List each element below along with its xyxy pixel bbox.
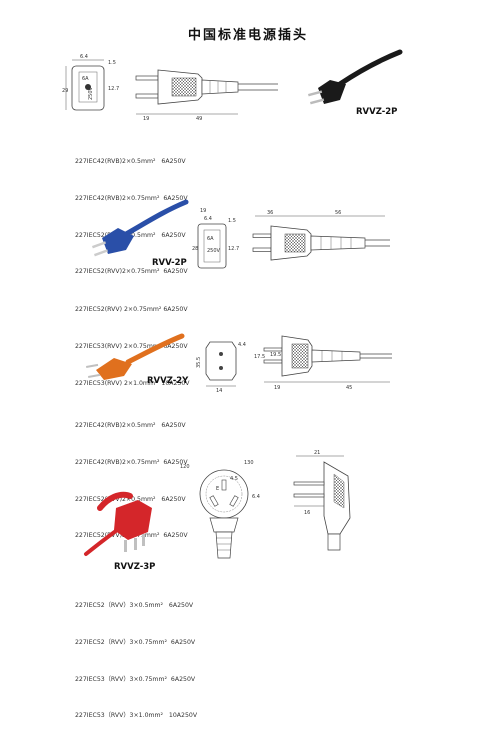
plug-drawing-front-2p: 6A 250V 6.4 1.5 12.7 29: [62, 54, 119, 111]
spec-line: 227IEC52(RVV) 2×0.75mm² 6A250V: [75, 306, 188, 314]
dim-label: 1.5: [228, 218, 236, 224]
product-label-rvvz-2y: RVVZ-2Y: [147, 376, 189, 386]
spec-line: 227IEC52(RVV)2×0.75mm² 6A250V: [75, 268, 188, 276]
spec-list-4: 227IEC52（RVV）3×0.5mm² 6A250V 227IEC52（RV…: [75, 576, 197, 735]
dim-label: 29: [62, 88, 68, 94]
spec-line: 227IEC52（RVV）3×0.5mm² 6A250V: [75, 602, 194, 610]
page-title: 中国标准电源插头: [187, 28, 308, 43]
earth-mark: E: [216, 486, 219, 492]
dim-label: 6.4: [204, 216, 212, 222]
plug-photo-blue-2p: [92, 199, 189, 257]
plug-drawing-front-3p: 120 130 E 4.5 6.4: [180, 460, 260, 559]
dim-label: 130: [244, 460, 254, 466]
spec-line: 227IEC52(RVV)2×0.75mm² 6A250V: [75, 532, 188, 540]
dim-label: 56: [335, 210, 341, 216]
plug-photo-orange-2y: [86, 333, 185, 380]
dim-label: 19: [200, 208, 206, 214]
rating-text: 6A: [82, 76, 89, 82]
dim-label: 12.7: [108, 86, 119, 92]
dim-label: 120: [180, 464, 190, 470]
dim-label: 21: [314, 450, 320, 456]
voltage-text: 250V: [207, 248, 221, 254]
dim-label: 4.4: [238, 342, 246, 348]
plug-drawing-front-rvv-2p: 19 6.4 1.5 28 12.7 6A 250V: [192, 208, 239, 269]
dim-label: 6.4: [80, 54, 88, 60]
dim-label: 12.7: [228, 246, 239, 252]
spec-line: 227IEC42(RVB)2×0.5mm² 6A250V: [75, 422, 186, 430]
spec-line: 227IEC42(RVB)2×0.75mm² 6A250V: [75, 459, 188, 466]
rating-text: 6A: [207, 236, 214, 242]
spec-list-2: 227IEC52(RVV) 2×0.75mm² 6A250V 227IEC53(…: [75, 280, 190, 402]
plug-photo-black-2p: [308, 49, 403, 105]
dim-label: 14: [216, 388, 222, 394]
voltage-text: 250V: [88, 86, 94, 100]
dim-label: 28: [192, 246, 198, 252]
dim-label: 19: [143, 116, 149, 122]
spec-line: 227IEC42(RVB)2×0.5mm² 6A250V: [75, 158, 186, 166]
dim-label: 19: [274, 385, 280, 391]
dim-label: 36: [267, 210, 273, 216]
dim-label: 49: [196, 116, 202, 122]
spec-line: 227IEC53(RVV) 2×0.75mm² 6A250V: [75, 343, 188, 350]
plug-drawing-side-rvv-2p: 36 56: [252, 210, 390, 261]
spec-line: 227IEC42(RVB)2×0.75mm² 6A250V: [75, 195, 188, 202]
dim-label: 17.5: [254, 354, 265, 360]
dim-label: 35.5: [196, 357, 202, 368]
plug-drawing-side-3p: 21 16: [293, 450, 351, 551]
plug-drawing-front-2y: 35.5 4.4 14: [196, 341, 246, 394]
spec-line: 227IEC53（RVV）3×0.75mm² 6A250V: [75, 675, 196, 683]
plug-photo-red-3p: [84, 491, 152, 556]
dim-label: 45: [346, 385, 352, 391]
dim-label: 19.5: [270, 352, 281, 358]
plug-drawing-side-2p: 19 49: [135, 69, 278, 122]
spec-line: 227IEC53(RVV) 2×1.0mm² 10A250V: [75, 379, 190, 387]
dim-label: 6.4: [252, 494, 260, 500]
spec-line: 227IEC52（RVV）3×0.75mm² 6A250V: [75, 639, 196, 646]
dim-label: 4.5: [230, 476, 238, 482]
plug-drawing-side-2y: 17.5 19.5 19 45: [254, 335, 392, 391]
dim-label: 16: [304, 510, 310, 516]
product-label-rvvz-2p: RVVZ-2P: [356, 107, 398, 117]
dim-label: 1.5: [108, 60, 116, 66]
spec-line: 227IEC53（RVV）3×1.0mm² 10A250V: [75, 712, 198, 720]
product-label-rvv-2p: RVV-2P: [152, 258, 187, 268]
product-label-rvvz-3p: RVVZ-3P: [114, 562, 156, 572]
